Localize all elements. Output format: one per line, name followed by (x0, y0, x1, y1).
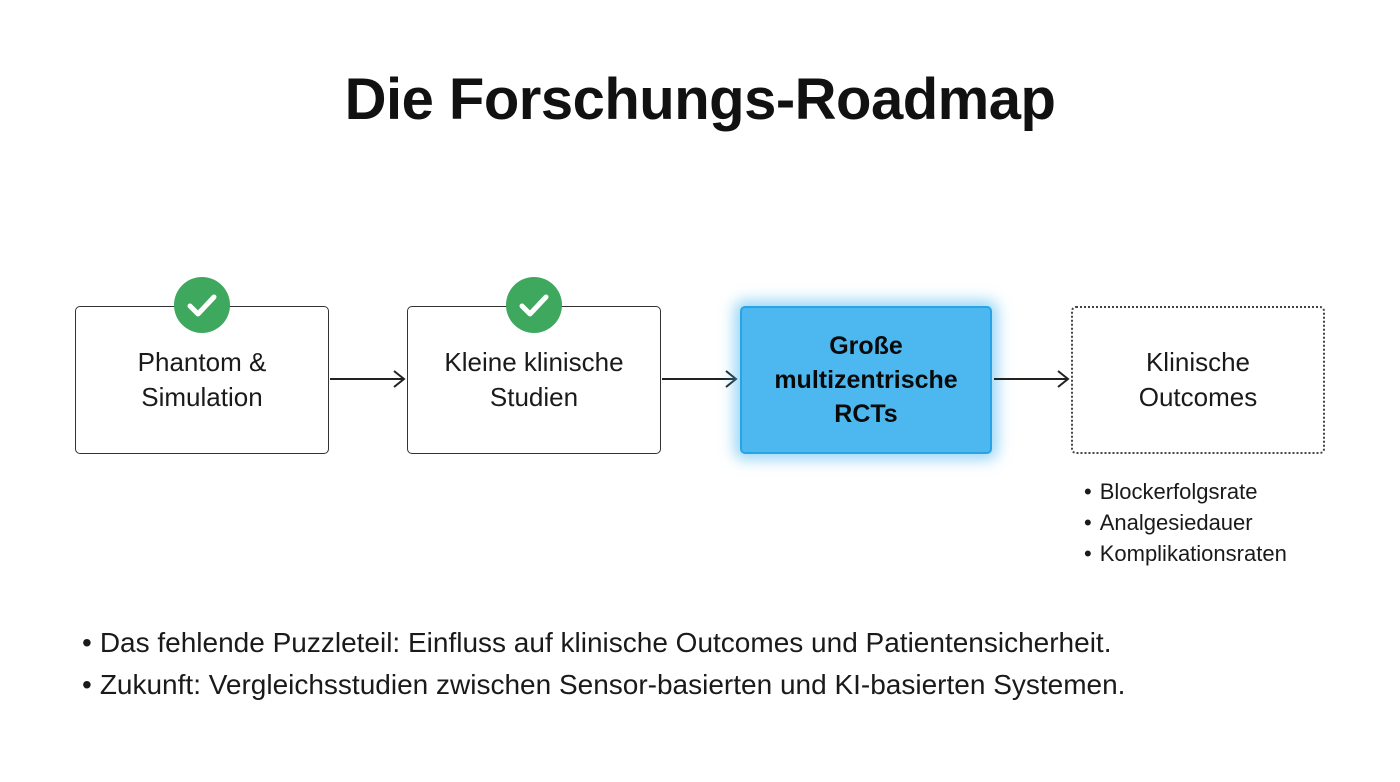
bullet: • (1084, 479, 1092, 504)
list-item: •Zukunft: Vergleichsstudien zwischen Sen… (82, 664, 1125, 706)
bullet: • (82, 669, 92, 700)
list-item: •Das fehlende Puzzleteil: Einfluss auf k… (82, 622, 1125, 664)
bullet: • (82, 627, 92, 658)
stage-label: Große multizentrische RCTs (774, 332, 958, 428)
list-item: • Blockerfolgsrate (1084, 476, 1287, 507)
list-item: • Analgesiedauer (1084, 507, 1287, 538)
stage-clinical-outcomes: Klinische Outcomes (1071, 306, 1325, 454)
notes-list: •Das fehlende Puzzleteil: Einfluss auf k… (82, 622, 1125, 706)
arrow-right-icon (994, 370, 1070, 388)
arrow-right-icon (330, 370, 406, 388)
stage-label: Klinische Outcomes (1138, 347, 1258, 412)
outcomes-list: • Blockerfolgsrate • Analgesiedauer • Kompl… (1084, 476, 1287, 569)
page-title: Die Forschungs-Roadmap (344, 67, 1056, 132)
outcome-text: Analgesiedauer (1099, 510, 1253, 535)
arrow-right-icon (662, 370, 738, 388)
note-text: Das fehlende Puzzleteil: Einfluss auf kl… (99, 627, 1112, 658)
stage-label: Kleine klinische Studien (444, 347, 624, 412)
stage-label: Phantom & Simulation (137, 347, 267, 412)
outcome-text: Blockerfolgsrate (1099, 479, 1258, 504)
outcome-text: Komplikationsraten (1099, 541, 1287, 566)
bullet: • (1084, 510, 1092, 535)
stage-multicenter-rcts: Große multizentrische RCTs (740, 306, 992, 454)
check-circle-icon (506, 277, 562, 333)
bullet: • (1084, 541, 1092, 566)
stage-small-clinical-studies: Kleine klinische Studien (407, 306, 661, 454)
note-text: Zukunft: Vergleichsstudien zwischen Sens… (99, 669, 1126, 700)
check-circle-icon (174, 277, 230, 333)
list-item: • Komplikationsraten (1084, 538, 1287, 569)
